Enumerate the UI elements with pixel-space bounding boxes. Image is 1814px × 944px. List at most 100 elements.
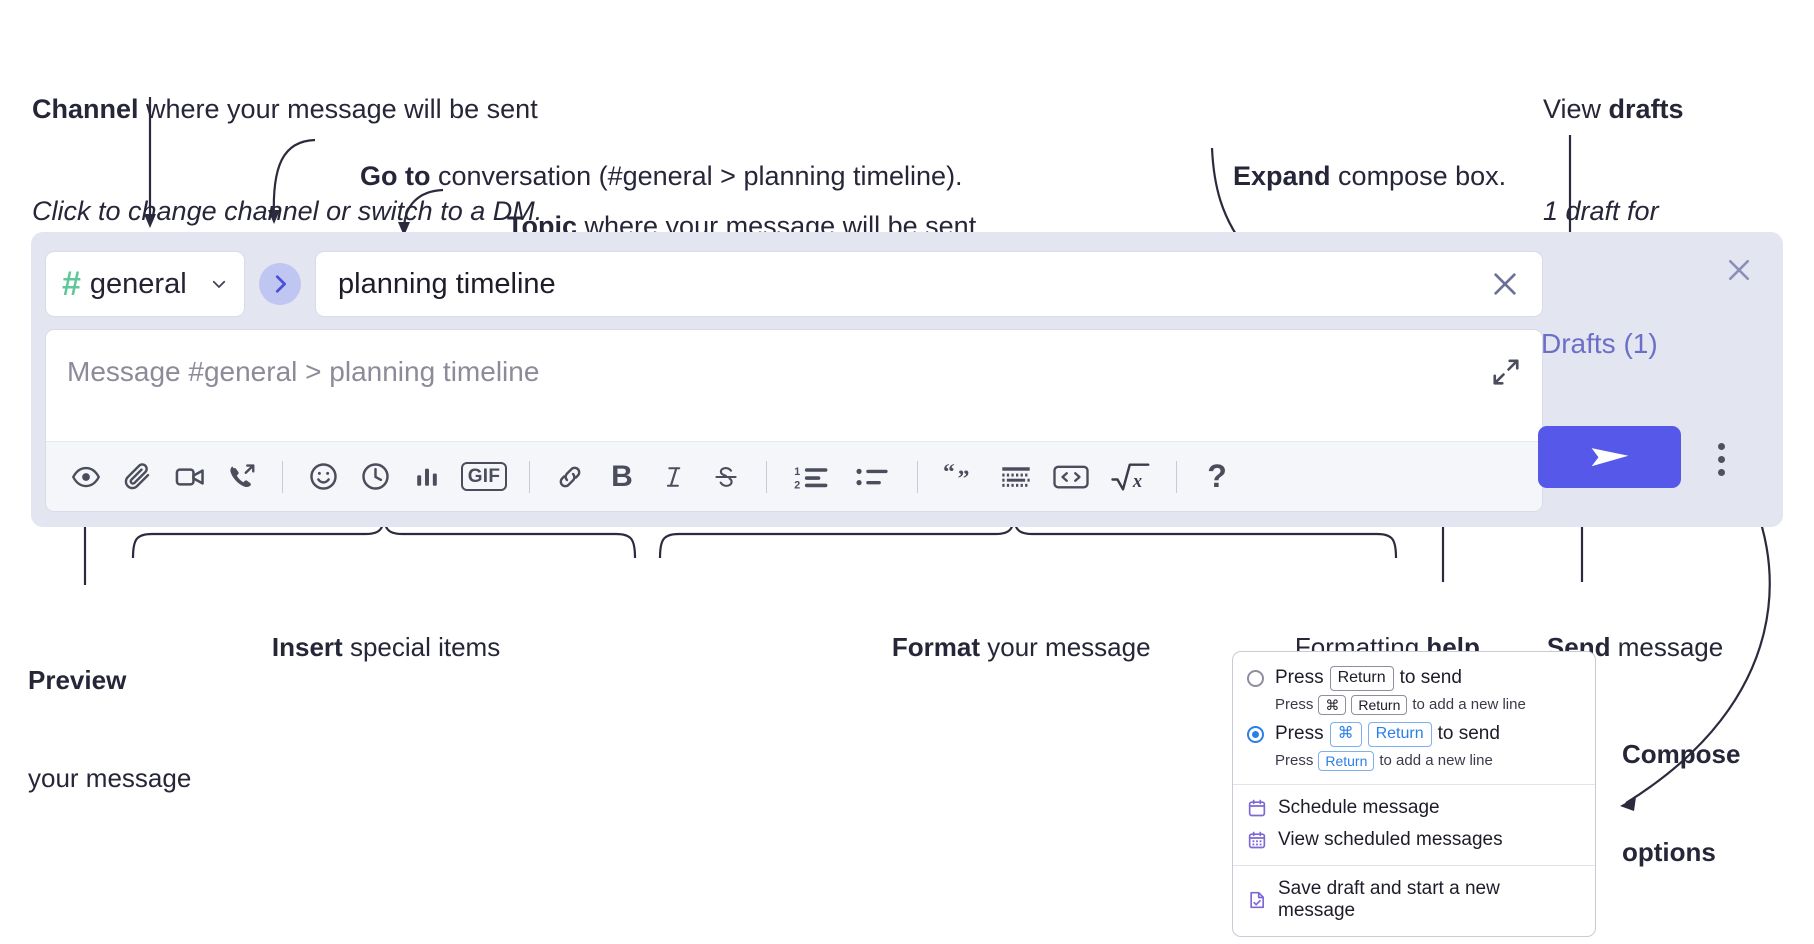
menu-item-view-scheduled[interactable]: View scheduled messages [1233, 824, 1595, 856]
annotation-insert: Insert special items [243, 598, 500, 696]
math-icon: x [1111, 462, 1150, 490]
emoji-button[interactable] [297, 451, 349, 503]
send-option-cmd-return-subtext: Press Return to add a new line [1233, 750, 1595, 775]
ordered-list-button[interactable]: 1 2 [781, 451, 843, 503]
calendar-grid-icon [1248, 831, 1266, 849]
compose-options-menu: Press Return to send Press ⌘ Return to a… [1232, 651, 1596, 937]
send-option-cmd-return[interactable]: Press ⌘ Return to send [1233, 719, 1595, 750]
blockquote-button[interactable]: “ ” [932, 451, 990, 503]
link-icon [559, 466, 581, 487]
call-button[interactable] [216, 451, 268, 503]
phone-arrow-icon [230, 463, 255, 487]
vertical-dots-icon [1717, 455, 1725, 463]
ordered-list-icon: 1 2 [794, 466, 828, 491]
math-button[interactable]: x [1100, 451, 1162, 503]
compose-main-column: # general planning timeline [45, 247, 1543, 512]
go-to-conversation-button[interactable] [259, 263, 301, 305]
bold-button[interactable]: B [596, 451, 648, 503]
send-paper-plane-icon [1591, 448, 1628, 467]
link-button[interactable] [544, 451, 596, 503]
annotation-channel-bold: Channel [32, 94, 139, 125]
separator-1 [282, 460, 283, 493]
gif-button[interactable]: GIF [453, 451, 515, 503]
key-return: Return [1351, 694, 1408, 715]
strikethrough-icon [715, 466, 737, 487]
annotation-channel-rest: where your message will be sent [138, 94, 538, 125]
send-option-cmd-return-label: Press ⌘ Return to send [1275, 721, 1500, 747]
video-camera-icon [175, 467, 204, 486]
annotation-goto: Go to conversation (#general > planning … [330, 125, 963, 227]
annotation-insert-bold: Insert [271, 631, 343, 662]
annotation-format: Format your message [863, 598, 1151, 696]
menu-item-schedule-message[interactable]: Schedule message [1233, 792, 1595, 824]
message-compose-box: Message #general > planning timeline [45, 329, 1543, 512]
annotation-format-bold: Format [891, 631, 981, 662]
poll-button[interactable] [401, 451, 453, 503]
bulleted-list-button[interactable] [843, 451, 903, 503]
calendar-icon [1248, 799, 1266, 817]
vertical-dots-icon [1717, 468, 1725, 476]
separator-3 [766, 460, 767, 493]
annotation-format-rest: your message [980, 631, 1151, 662]
send-option-return[interactable]: Press Return to send [1233, 663, 1595, 694]
svg-text:x: x [1132, 470, 1142, 490]
menu-item-label: Save draft and start a new message [1278, 877, 1500, 921]
bar-chart-icon [417, 468, 437, 486]
separator-2 [529, 460, 530, 493]
expand-compose-button[interactable] [1484, 350, 1528, 394]
radio-unselected-icon [1247, 669, 1264, 687]
code-block-button[interactable] [990, 451, 1042, 503]
annotation-channel-sub: Click to change channel or switch to a D… [32, 196, 543, 227]
close-icon [1494, 273, 1516, 295]
send-button[interactable] [1538, 426, 1681, 488]
italic-button[interactable] [648, 451, 700, 503]
annotation-send-rest: message [1610, 631, 1724, 662]
annotation-goto-bold: Go to [360, 161, 431, 192]
key-command: ⌘ [1318, 694, 1347, 715]
key-return: Return [1318, 750, 1375, 771]
annotation-drafts-bold: drafts [1608, 94, 1684, 125]
new-line-label: to add a new line [1379, 752, 1493, 770]
annotation-insert-rest: special items [342, 631, 501, 662]
quote-icon: “ ” [943, 462, 969, 492]
annotation-compose-options-bold1: Compose [1622, 738, 1741, 769]
compose-options-button[interactable] [1704, 437, 1738, 481]
send-option-return-subtext: Press ⌘ Return to add a new line [1233, 694, 1595, 719]
clock-icon [361, 463, 389, 490]
code-block-icon [1002, 466, 1030, 487]
topic-value: planning timeline [338, 267, 556, 300]
italic-icon [666, 466, 681, 487]
gif-icon: GIF [460, 462, 508, 491]
svg-text:2: 2 [794, 479, 800, 491]
video-button[interactable] [164, 451, 216, 503]
menu-item-label: View scheduled messages [1278, 828, 1503, 850]
bulleted-list-icon [856, 468, 888, 485]
topic-input-field[interactable]: planning timeline [315, 251, 1543, 317]
drafts-link[interactable]: Drafts (1) [1541, 328, 1658, 359]
key-return: Return [1367, 721, 1432, 747]
svg-text:“: “ [943, 462, 955, 485]
close-compose-button[interactable] [1717, 248, 1761, 292]
clear-topic-button[interactable] [1482, 261, 1528, 307]
channel-selector-button[interactable]: # general [45, 251, 245, 317]
annotation-goto-rest: conversation (#general > planning timeli… [430, 161, 963, 192]
annotation-expand-bold: Expand [1233, 161, 1331, 192]
strikethrough-button[interactable] [700, 451, 752, 503]
send-option-return-label: Press Return to send [1275, 666, 1462, 691]
message-input[interactable]: Message #general > planning timeline [67, 356, 540, 387]
vertical-dots-icon [1717, 442, 1725, 450]
code-button[interactable] [1042, 451, 1100, 503]
attach-button[interactable] [112, 451, 164, 503]
paperclip-icon [124, 462, 150, 489]
svg-text:1: 1 [794, 466, 800, 478]
menu-item-save-draft[interactable]: Save draft and start a new message [1233, 873, 1595, 927]
formatting-help-button[interactable]: ? [1191, 451, 1243, 503]
formatting-toolbar: GIF B [46, 441, 1542, 511]
compose-widget: # general planning timeline [31, 232, 1783, 527]
annotation-expand: Expand compose box. [1203, 125, 1506, 227]
preview-button[interactable] [60, 451, 112, 503]
key-return: Return [1329, 666, 1394, 691]
separator-4 [917, 460, 918, 493]
annotation-preview-line2: your message [28, 762, 192, 793]
reminder-button[interactable] [349, 451, 401, 503]
